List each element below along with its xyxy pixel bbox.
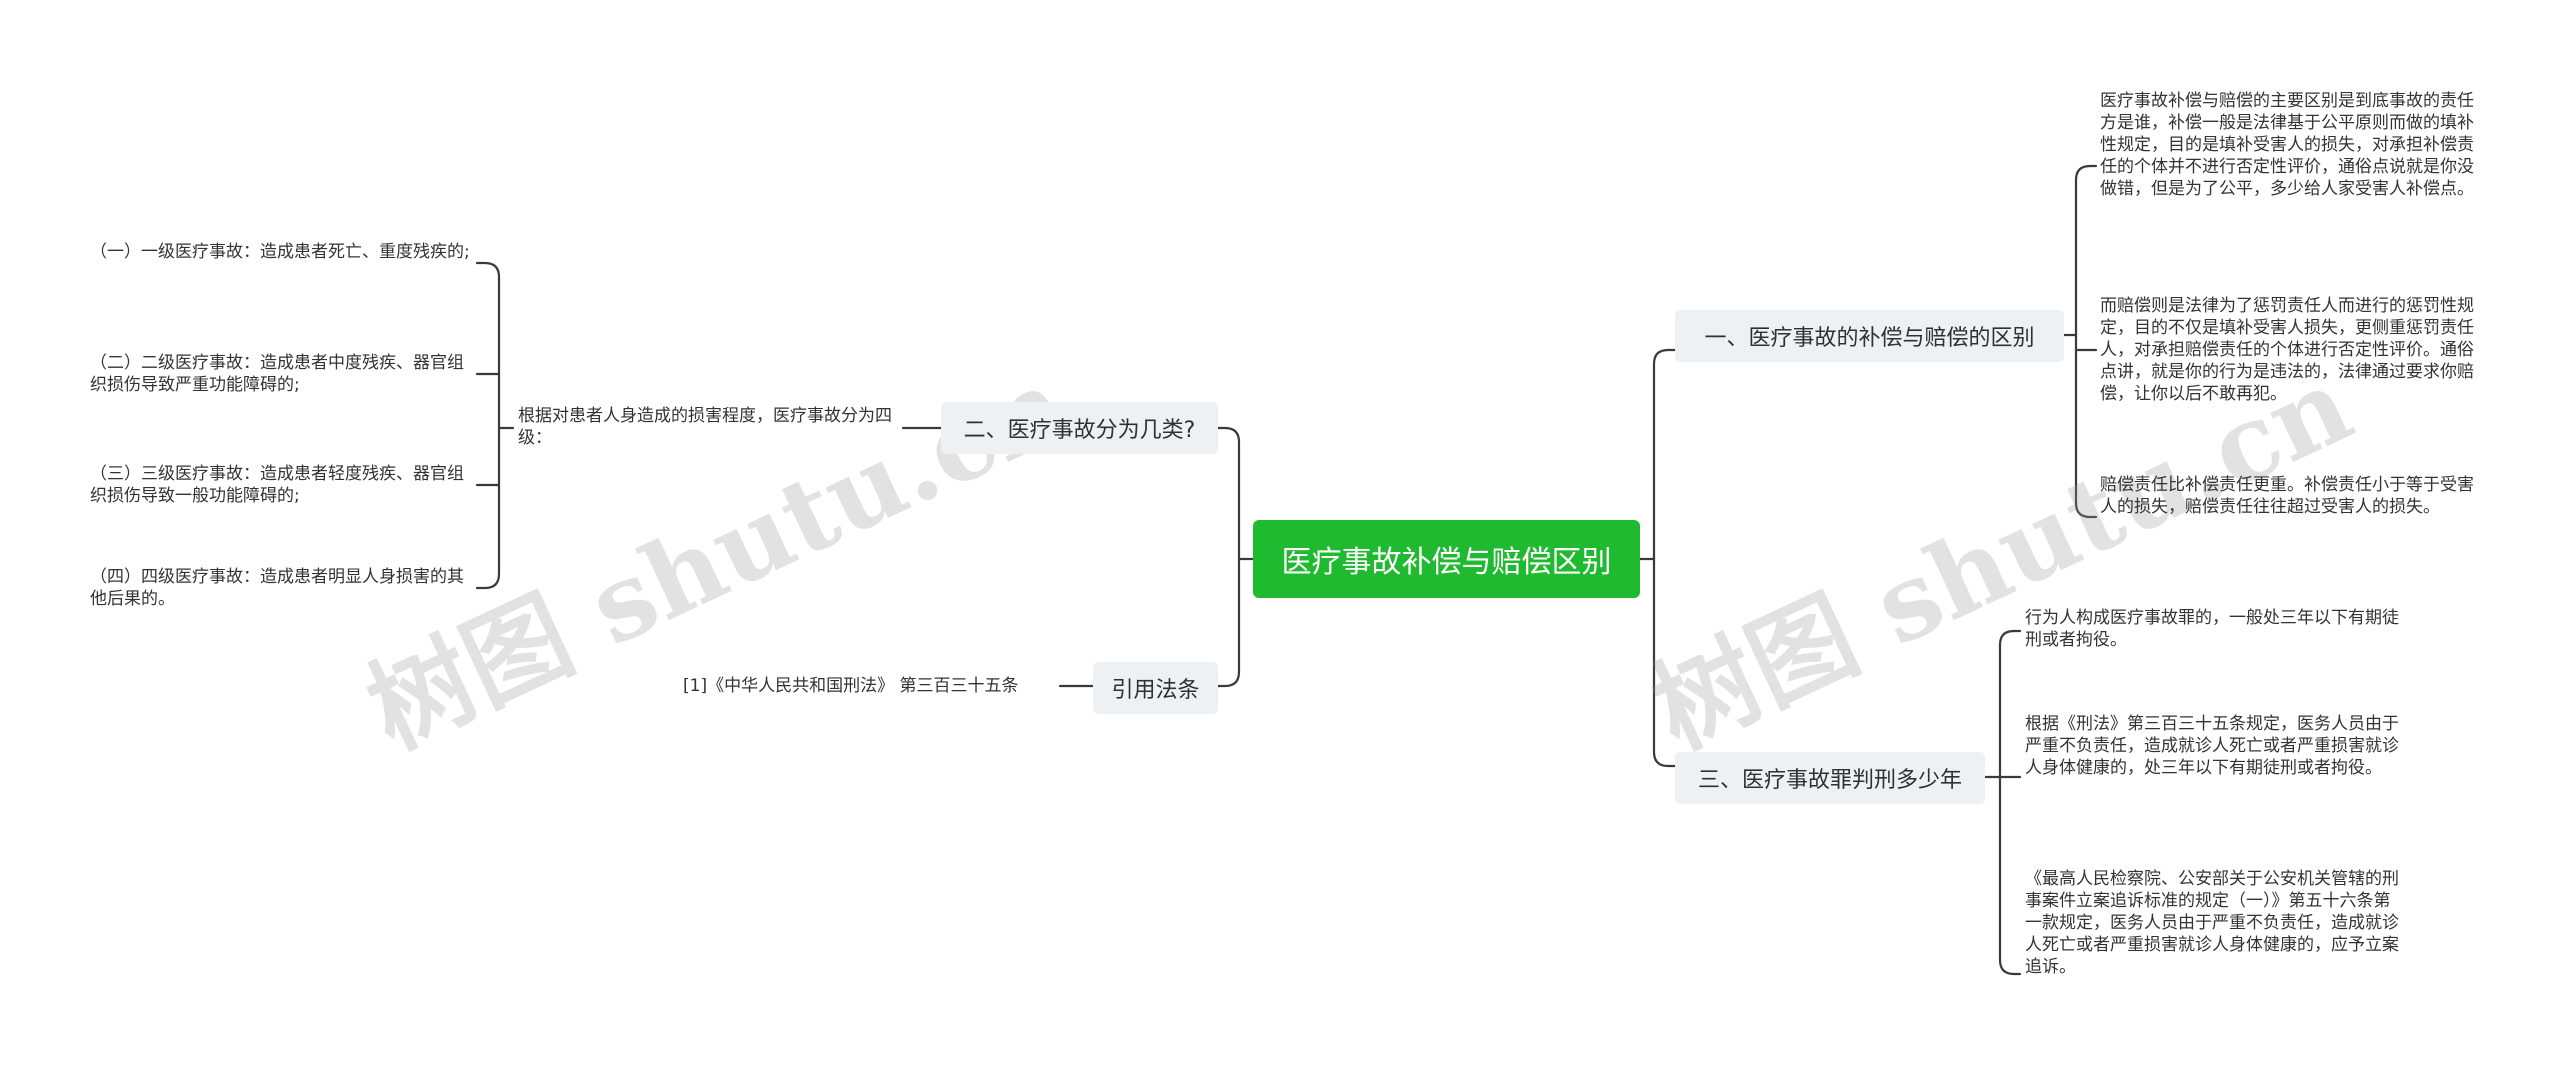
branch-accident-categories[interactable]: 二、医疗事故分为几类? [941,402,1218,454]
leaf-difference-3[interactable]: 赔偿责任比补偿责任更重。补偿责任小于等于受害人的损失，赔偿责任往往超过受害人的损… [2100,475,2474,517]
leaf-sentence-2[interactable]: 根据《刑法》第三百三十五条规定，医务人员由于严重不负责任，造成就诊人死亡或者严重… [2025,714,2399,778]
connector [1223,426,1241,688]
connector [1998,629,2016,976]
leaf-category-3[interactable]: （三）三级医疗事故：造成患者轻度残疾、器官组织损伤导致一般功能障碍的; [90,464,464,506]
connector [1216,426,1227,688]
leaf-categories-intro[interactable]: 根据对患者人身造成的损害程度，医疗事故分为四级： [518,406,892,448]
connector [1652,348,1670,768]
leaf-category-4[interactable]: （四）四级医疗事故：造成患者明显人身损害的其他后果的。 [90,567,464,609]
leaf-sentence-3[interactable]: 《最高人民检察院、公安部关于公安机关管辖的刑事案件立案追诉标准的规定（一）》第五… [2025,869,2399,977]
connector [2074,164,2092,519]
leaf-difference-2[interactable]: 而赔偿则是法律为了惩罚责任人而进行的惩罚性规定，目的不仅是填补受害人损失，更侧重… [2100,296,2474,404]
branch-cited-law[interactable]: 引用法条 [1093,662,1218,714]
root-topic[interactable]: 医疗事故补偿与赔偿区别 [1253,520,1640,598]
leaf-category-1[interactable]: （一）一级医疗事故：造成患者死亡、重度残疾的; [90,242,470,262]
leaf-category-2[interactable]: （二）二级医疗事故：造成患者中度残疾、器官组织损伤导致严重功能障碍的; [90,353,464,395]
branch-sentence-length[interactable]: 三、医疗事故罪判刑多少年 [1675,752,1985,804]
leaf-sentence-1[interactable]: 行为人构成医疗事故罪的，一般处三年以下有期徒刑或者拘役。 [2025,608,2399,650]
connector [475,261,501,590]
leaf-citation[interactable]: [1]《中华人民共和国刑法》 第三百三十五条 [683,676,1019,696]
branch-compensation-difference[interactable]: 一、医疗事故的补偿与赔偿的区别 [1675,310,2064,362]
connector [2074,164,2098,519]
connector [1998,629,2022,976]
leaf-difference-1[interactable]: 医疗事故补偿与赔偿的主要区别是到底事故的责任方是谁，补偿一般是法律基于公平原则而… [2100,91,2474,199]
connector [1666,348,1677,768]
connector [483,261,501,590]
